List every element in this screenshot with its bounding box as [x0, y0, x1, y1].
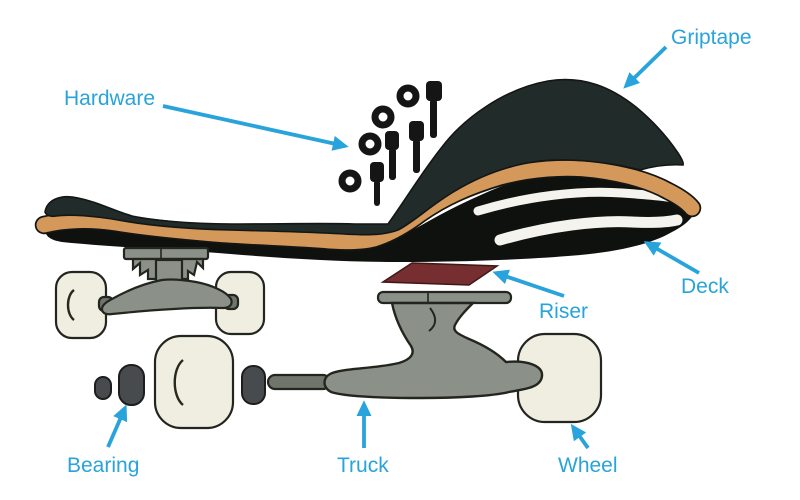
exploded-truck-group: [94, 290, 603, 430]
front-wheel-left-hub-mark: [66, 289, 75, 321]
nut: [358, 132, 382, 156]
deck-label: Deck: [681, 275, 729, 298]
loose-wheel-hub-mark: [173, 359, 184, 406]
labels-group: Hardware Griptape Deck Riser Bearing Tru…: [64, 26, 752, 477]
hardware-arrow: [162, 104, 349, 151]
loose-wheel: [153, 334, 235, 430]
front-truck-assembly: [54, 246, 266, 340]
riser-pad: [380, 262, 500, 286]
deck-group: [34, 78, 702, 262]
front-truck-baseplate: [122, 246, 210, 261]
spacer: [94, 376, 112, 400]
bearing-arrow: [106, 404, 128, 448]
griptape-label: Griptape: [671, 26, 752, 49]
rear-truck-detail-line: [428, 307, 437, 332]
label-wheel: Wheel: [558, 423, 618, 477]
wheel-label: Wheel: [558, 454, 618, 477]
label-bearing: Bearing: [67, 404, 139, 477]
rear-truck-hanger: [323, 301, 544, 400]
deck-griptape-surface: [44, 78, 685, 236]
bolt: [370, 162, 384, 206]
nut: [338, 169, 362, 193]
riser-arrow: [492, 269, 565, 298]
bolt: [409, 121, 424, 173]
bearing-right: [241, 365, 266, 405]
riser-label: Riser: [539, 300, 588, 323]
bearing-left: [118, 364, 145, 406]
hardware-group: [338, 81, 442, 206]
label-riser: Riser: [492, 269, 588, 323]
axle-rod: [266, 373, 332, 391]
label-hardware: Hardware: [64, 87, 349, 151]
nut: [396, 84, 420, 108]
nut: [371, 105, 395, 129]
rear-truck-baseplate: [376, 290, 513, 305]
bolt: [385, 131, 399, 180]
front-truck-hanger: [100, 278, 233, 316]
label-griptape: Griptape: [623, 26, 752, 89]
deck-stripe-white-bottom: [494, 214, 683, 246]
deck-stripe-black: [483, 202, 688, 231]
deck-arrow: [643, 241, 700, 275]
griptape-arrow: [623, 45, 668, 89]
label-truck: Truck: [337, 400, 389, 477]
bearing-label: Bearing: [67, 454, 139, 477]
hardware-label: Hardware: [64, 87, 155, 110]
truck-label: Truck: [337, 454, 389, 477]
label-deck: Deck: [643, 241, 729, 298]
bolt: [426, 81, 442, 138]
wheel-arrow: [570, 423, 590, 450]
